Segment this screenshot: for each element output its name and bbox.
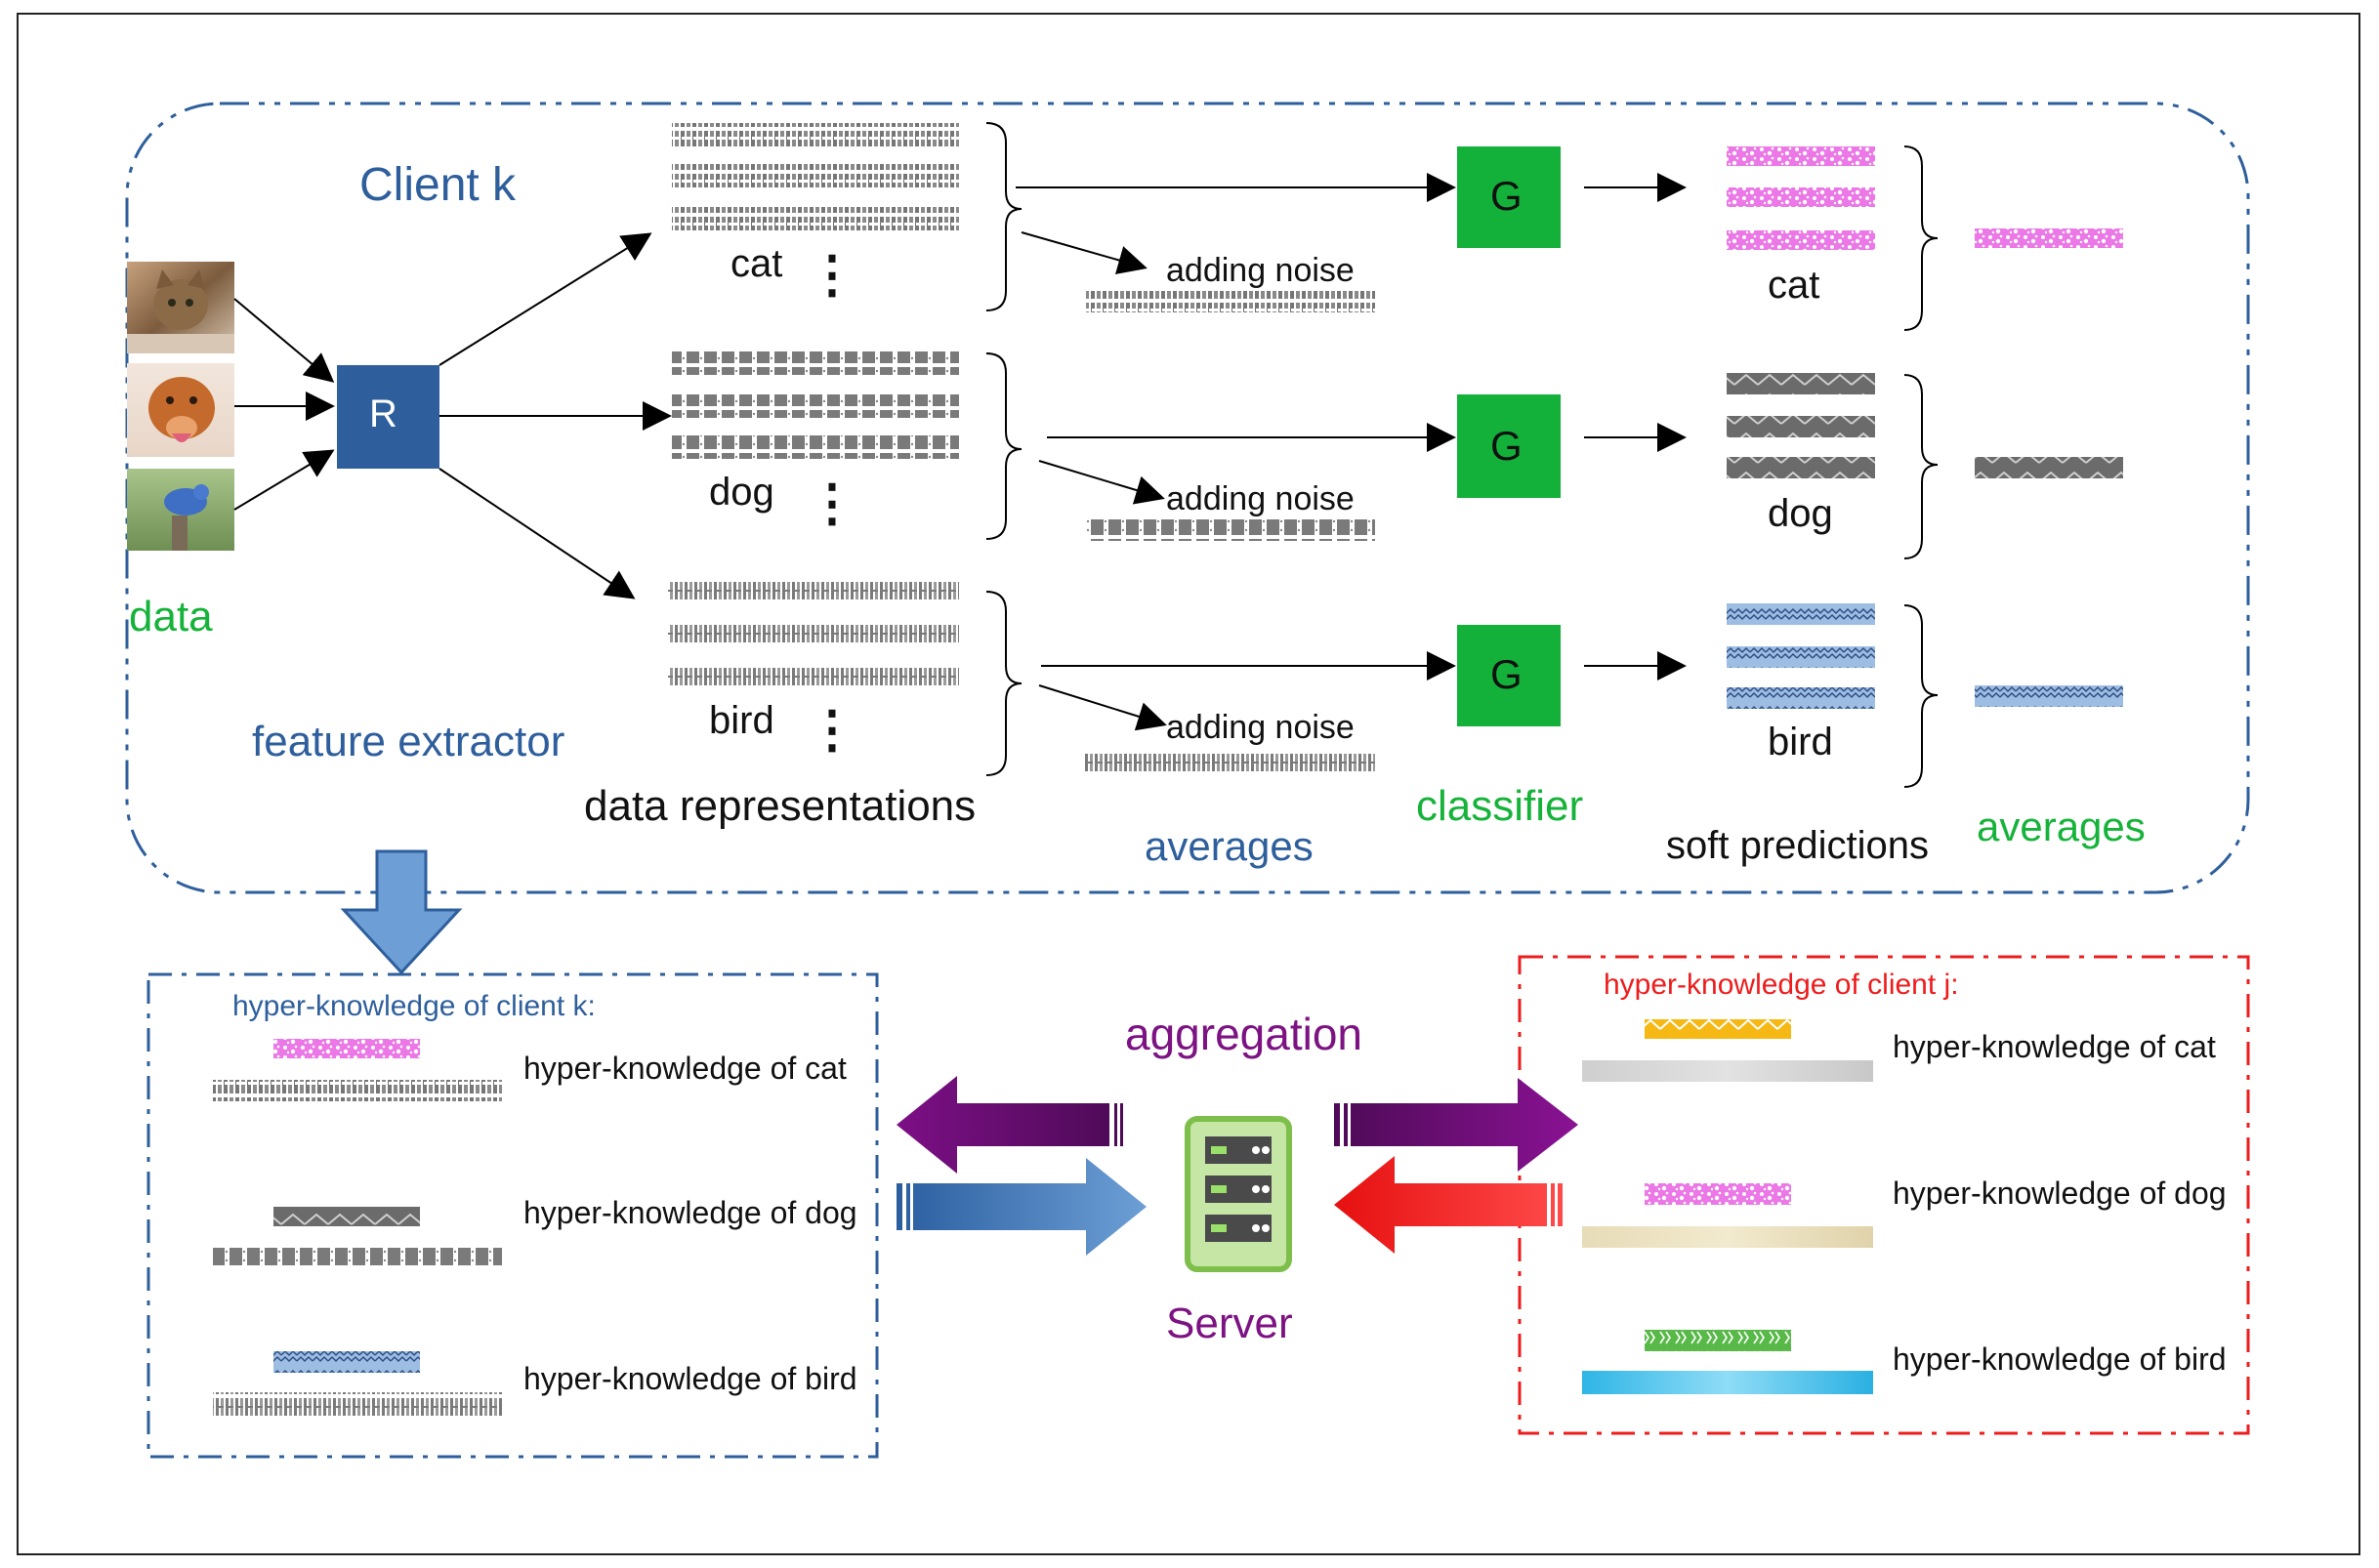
arrow-icon bbox=[233, 449, 335, 511]
classifier-letter: G bbox=[1490, 651, 1523, 697]
bird-soft-predictions bbox=[1727, 603, 1875, 709]
hk-client-k-title: hyper-knowledge of client k: bbox=[232, 990, 596, 1022]
brace-icon bbox=[985, 352, 1023, 540]
soft-predictions-label: soft predictions bbox=[1666, 824, 1930, 867]
row-class-label: dog bbox=[709, 471, 774, 514]
server-icon bbox=[1185, 1116, 1292, 1272]
data-representations-label: data representations bbox=[584, 782, 977, 830]
dog-soft-predictions bbox=[1727, 373, 1875, 478]
dog-representations bbox=[672, 351, 959, 459]
cat-photo bbox=[127, 262, 234, 353]
feature-extractor-box bbox=[337, 365, 439, 469]
prediction-label: bird bbox=[1768, 721, 1833, 763]
row-class-label: bird bbox=[709, 699, 774, 742]
aggregation-label: aggregation bbox=[1125, 1009, 1362, 1059]
hk-client-j-title: hyper-knowledge of client j: bbox=[1604, 969, 1959, 1001]
classifier-letter: G bbox=[1490, 173, 1523, 219]
feature-extractor-letter: R bbox=[369, 392, 397, 435]
classifier-letter: G bbox=[1490, 423, 1523, 469]
noise-label: adding noise bbox=[1166, 480, 1355, 517]
hk-j-dog-avg bbox=[1645, 1183, 1791, 1205]
hk-j-dog-rep bbox=[1582, 1226, 1873, 1248]
arrow-icon bbox=[1038, 460, 1165, 505]
hk-k-item: hyper-knowledge of bird bbox=[523, 1361, 857, 1396]
hk-j-cat-avg bbox=[1645, 1019, 1791, 1039]
hk-k-item: hyper-knowledge of dog bbox=[523, 1195, 857, 1230]
bird-average-bar bbox=[1084, 750, 1375, 771]
bird-photo bbox=[127, 469, 234, 551]
hk-j-cat-rep bbox=[1582, 1060, 1873, 1082]
block-arrow-icon bbox=[1334, 1078, 1578, 1172]
brace-icon bbox=[985, 122, 1023, 311]
ellipsis-icon: ⋮ bbox=[807, 247, 857, 304]
outer-frame bbox=[17, 13, 2360, 1555]
brace-icon bbox=[1903, 374, 1939, 559]
dog-average-bar bbox=[1086, 519, 1375, 541]
dog-photo bbox=[127, 363, 234, 457]
hk-j-item: hyper-knowledge of dog bbox=[1893, 1176, 2227, 1211]
hk-k-dog-avg bbox=[273, 1207, 420, 1226]
ellipsis-icon: ⋮ bbox=[807, 702, 857, 759]
arrow-icon bbox=[1021, 231, 1148, 275]
cat-prediction-average bbox=[1975, 228, 2123, 248]
block-arrow-icon bbox=[340, 849, 463, 975]
brace-icon bbox=[985, 591, 1023, 776]
block-arrow-icon bbox=[1334, 1156, 1563, 1254]
hk-k-cat-avg bbox=[273, 1039, 420, 1058]
arrow-icon bbox=[438, 468, 636, 599]
bird-prediction-average bbox=[1975, 685, 2123, 707]
noise-label: adding noise bbox=[1166, 252, 1355, 289]
arrow-icon bbox=[438, 232, 652, 366]
brace-icon bbox=[1903, 145, 1939, 331]
averages-label: averages bbox=[1145, 823, 1314, 869]
client-title: Client k bbox=[359, 159, 517, 211]
hk-j-bird-rep bbox=[1582, 1371, 1873, 1394]
hk-j-item: hyper-knowledge of cat bbox=[1893, 1029, 2216, 1064]
arrow-icon bbox=[1038, 684, 1167, 731]
hk-k-bird-avg bbox=[273, 1351, 420, 1373]
prediction-label: dog bbox=[1768, 492, 1833, 535]
cat-soft-predictions bbox=[1727, 146, 1875, 250]
dog-prediction-average bbox=[1975, 457, 2123, 478]
prediction-label: cat bbox=[1768, 264, 1820, 307]
hk-client-k-box bbox=[146, 972, 879, 1459]
data-label: data bbox=[129, 593, 213, 640]
averages-label: averages bbox=[1977, 804, 2146, 849]
cat-average-bar bbox=[1086, 291, 1375, 312]
ellipsis-icon: ⋮ bbox=[807, 475, 857, 532]
cat-representations bbox=[672, 123, 959, 230]
feature-extractor-label: feature extractor bbox=[252, 718, 565, 765]
classifier-label: classifier bbox=[1416, 782, 1584, 830]
brace-icon bbox=[1903, 604, 1939, 788]
classifier-box-bird bbox=[1457, 625, 1561, 726]
hk-j-bird-avg bbox=[1645, 1330, 1791, 1351]
arrow-icon bbox=[233, 298, 335, 383]
server-label: Server bbox=[1166, 1300, 1293, 1347]
hk-k-dog-rep bbox=[213, 1248, 502, 1269]
hk-k-bird-rep bbox=[213, 1392, 502, 1416]
noise-label: adding noise bbox=[1166, 709, 1355, 746]
block-arrow-icon bbox=[897, 1076, 1123, 1174]
classifier-box-dog bbox=[1457, 394, 1561, 498]
classifier-box-cat bbox=[1457, 146, 1561, 248]
bird-representations bbox=[668, 578, 959, 687]
hk-k-item: hyper-knowledge of cat bbox=[523, 1051, 847, 1086]
hk-k-cat-rep bbox=[213, 1080, 502, 1101]
hk-j-item: hyper-knowledge of bird bbox=[1893, 1341, 2227, 1377]
block-arrow-icon bbox=[897, 1158, 1147, 1256]
row-class-label: cat bbox=[730, 242, 783, 285]
